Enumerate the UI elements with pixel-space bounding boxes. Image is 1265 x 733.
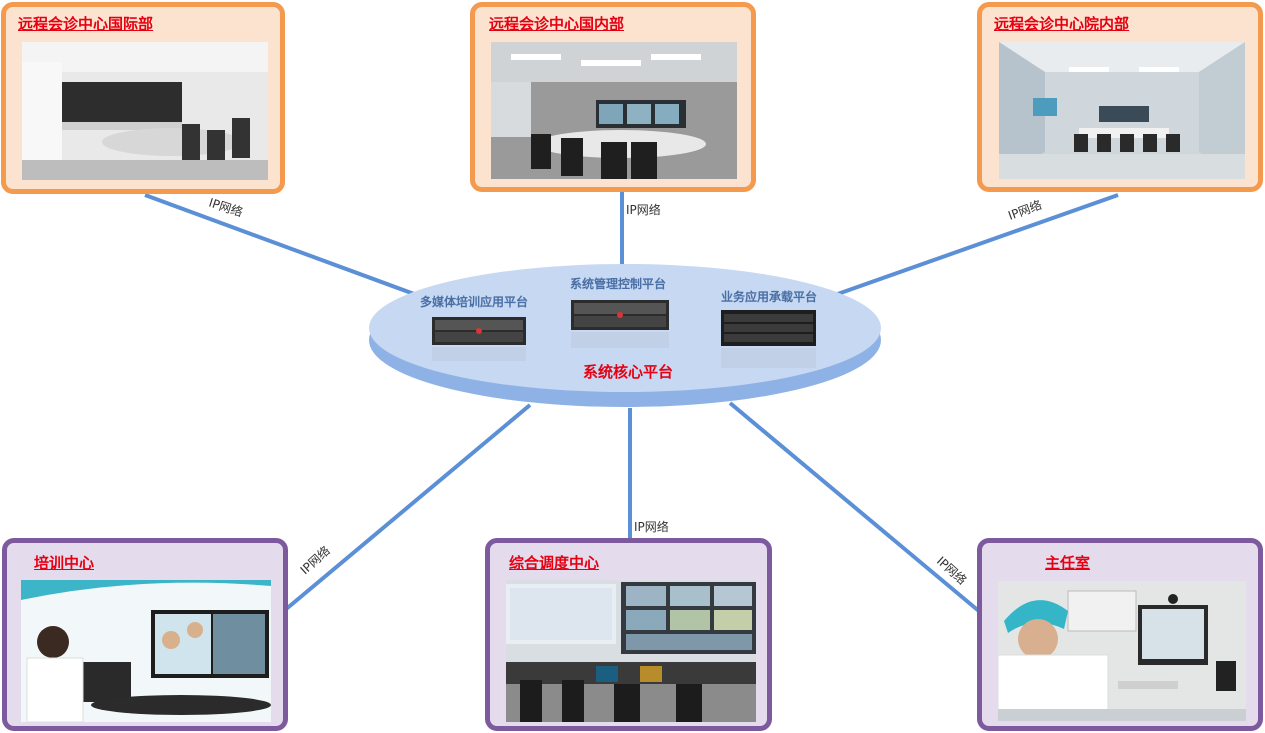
node-title: 培训中心: [34, 554, 95, 572]
network-label: IP网络: [626, 202, 661, 217]
link-line: [283, 403, 532, 612]
node-domestic-consultation: 远程会诊中心国内部: [470, 2, 756, 192]
node-hospital-consultation: 远程会诊中心院内部: [977, 2, 1263, 192]
node-training-center: 培训中心: [2, 538, 288, 731]
node-title: 远程会诊中心国内部: [489, 15, 625, 33]
network-label: IP网络: [1006, 197, 1044, 223]
node-title: 综合调度中心: [509, 554, 600, 572]
link-line: [728, 401, 982, 614]
server-label: 业务应用承载平台: [721, 289, 817, 304]
node-title: 主任室: [1045, 554, 1091, 572]
server-label: 系统管理控制平台: [570, 276, 666, 291]
network-label: IP网络: [207, 195, 245, 220]
node-title: 远程会诊中心国际部: [18, 15, 154, 33]
node-international-consultation: 远程会诊中心国际部: [1, 2, 285, 194]
control-room-photo: [506, 580, 756, 722]
node-title: 远程会诊中心院内部: [994, 15, 1130, 33]
conference-room-photo: [22, 42, 268, 180]
node-dispatch-center: 综合调度中心: [485, 538, 772, 731]
link-line: [831, 193, 1119, 298]
doctor-video-call-photo: [998, 581, 1246, 721]
rack-server-icon: [432, 317, 526, 361]
network-label: IP网络: [634, 519, 669, 534]
core-title: 系统核心平台: [583, 363, 673, 381]
storage-server-icon: [721, 310, 816, 368]
node-director-office: 主任室: [977, 538, 1263, 731]
link-line: [144, 193, 426, 300]
rack-server-icon: [571, 300, 669, 348]
conference-room-photo: [999, 42, 1245, 179]
server-label: 多媒体培训应用平台: [420, 294, 528, 309]
network-label: IP网络: [934, 553, 970, 587]
training-video-call-photo: [21, 580, 271, 722]
conference-room-photo: [491, 42, 737, 179]
